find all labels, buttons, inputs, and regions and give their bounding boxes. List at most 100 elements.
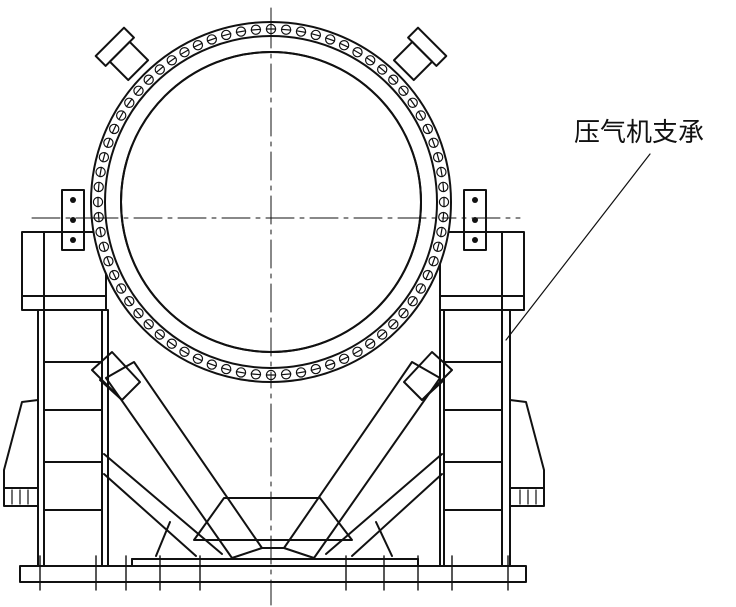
bolt-hole bbox=[124, 97, 135, 109]
bolt-hole bbox=[95, 166, 106, 178]
bolt-hole bbox=[179, 47, 190, 58]
bolt-hole-mark bbox=[134, 309, 142, 318]
bolt-hole bbox=[338, 353, 350, 364]
diagonal-struts bbox=[103, 361, 443, 559]
bolt-hole bbox=[377, 64, 388, 75]
bolt-hole-mark bbox=[193, 42, 203, 48]
bolt-hole-mark bbox=[97, 211, 100, 223]
bolt-hole bbox=[365, 338, 376, 349]
bolt-hole bbox=[415, 283, 426, 294]
bolt-hole-mark bbox=[179, 49, 190, 56]
bolt-hole bbox=[206, 359, 217, 370]
bolt-hole bbox=[154, 64, 165, 75]
bolt-hole-mark bbox=[235, 30, 247, 34]
bolt-hole-mark bbox=[102, 241, 106, 252]
bolt-hole bbox=[388, 319, 399, 330]
bolt-hole bbox=[192, 353, 204, 364]
bolt-hole-mark bbox=[325, 37, 336, 42]
bolt-hole-mark bbox=[310, 33, 321, 37]
bolt-hole-mark bbox=[339, 356, 349, 362]
bolt-hole bbox=[295, 367, 307, 378]
bolt-hole-mark bbox=[417, 110, 424, 121]
bolt-hole-mark bbox=[206, 37, 217, 42]
bolt-hole-mark bbox=[352, 49, 363, 56]
bolt-hole-mark bbox=[440, 226, 443, 238]
bolt-hole-mark bbox=[250, 373, 262, 376]
bolt-hole-mark bbox=[352, 348, 363, 355]
bolt-hole-mark bbox=[417, 283, 424, 294]
bolt-hole bbox=[388, 74, 399, 85]
bolt-hole-mark bbox=[134, 86, 142, 95]
bolt-hole bbox=[422, 123, 433, 135]
bolt-hole bbox=[407, 296, 418, 307]
bolt-hole bbox=[295, 26, 307, 37]
bolt-hole-mark bbox=[280, 373, 292, 376]
bolt-hole-mark bbox=[118, 283, 125, 294]
bolt-hole-mark bbox=[99, 226, 103, 238]
bolt-hole-mark bbox=[325, 362, 336, 367]
bolt-hole bbox=[154, 329, 165, 340]
bolt-hole-mark bbox=[389, 320, 398, 329]
bolt-hole-mark bbox=[167, 340, 177, 347]
bolt-hole bbox=[124, 296, 135, 307]
bolt-hole bbox=[398, 308, 409, 319]
bolt-hole-mark bbox=[339, 42, 349, 48]
bolt-hole-mark bbox=[431, 137, 436, 148]
bolt-hole-mark bbox=[111, 124, 117, 134]
bolt-hole-mark bbox=[431, 256, 436, 267]
bolt-hole-mark bbox=[409, 98, 416, 108]
bolt-hole bbox=[98, 241, 110, 252]
bolt-hole bbox=[407, 97, 418, 109]
bolt-hole-mark bbox=[235, 371, 247, 374]
bolt-hole bbox=[377, 329, 388, 340]
right-support-column bbox=[439, 231, 545, 567]
bolt-hole-mark bbox=[106, 256, 111, 267]
bolt-hole bbox=[95, 226, 106, 238]
bolt-hole bbox=[422, 269, 433, 281]
bolt-hole-mark bbox=[97, 181, 100, 193]
bolt-hole bbox=[166, 338, 177, 349]
bolt-hole-mark bbox=[99, 166, 103, 178]
bolt-hole-mark bbox=[155, 65, 164, 74]
left-support-column bbox=[3, 231, 109, 567]
bolt-hole bbox=[352, 47, 363, 58]
base-plate bbox=[19, 555, 527, 591]
bolt-hole-mark bbox=[436, 152, 440, 163]
bolt-hole bbox=[352, 346, 363, 357]
bolt-hole bbox=[166, 55, 177, 66]
bolt-hole bbox=[103, 256, 114, 267]
bolt-hole-mark bbox=[221, 367, 232, 371]
bolt-hole bbox=[98, 151, 110, 163]
bolt-hole bbox=[108, 123, 120, 135]
bolt-hole-mark bbox=[442, 181, 445, 193]
bolt-hole bbox=[108, 269, 120, 281]
bolt-hole-mark bbox=[400, 86, 408, 95]
bolt-hole-mark bbox=[378, 331, 387, 339]
bolt-hole-mark bbox=[250, 28, 262, 31]
bolt-hole-mark bbox=[409, 296, 416, 306]
bolt-hole-mark bbox=[436, 241, 440, 252]
bolt-hole-mark bbox=[125, 296, 133, 306]
bolt-hole-mark bbox=[365, 340, 375, 347]
bolt-hole-mark bbox=[193, 356, 203, 362]
upper-port-nozzles bbox=[94, 26, 448, 82]
bolt-hole-mark bbox=[221, 33, 232, 37]
callout-leader-line bbox=[505, 153, 651, 341]
bolt-hole bbox=[115, 283, 127, 294]
bolt-hole-mark bbox=[106, 137, 111, 148]
bolt-hole bbox=[310, 363, 321, 375]
bolt-hole bbox=[415, 110, 426, 121]
bolt-hole-mark bbox=[102, 152, 106, 163]
lower-lugs bbox=[91, 351, 453, 401]
bolt-hole-mark bbox=[425, 270, 431, 280]
bolt-hole bbox=[133, 85, 144, 97]
bolt-hole bbox=[133, 308, 144, 319]
bolt-hole-mark bbox=[378, 65, 387, 74]
bolt-hole-mark bbox=[400, 309, 408, 318]
bolt-hole bbox=[115, 110, 127, 121]
bolt-circle bbox=[92, 23, 450, 381]
side-mounting-pads bbox=[61, 189, 487, 251]
bolt-hole bbox=[436, 226, 447, 238]
bolt-hole bbox=[220, 363, 232, 375]
bolt-hole-mark bbox=[365, 56, 375, 64]
